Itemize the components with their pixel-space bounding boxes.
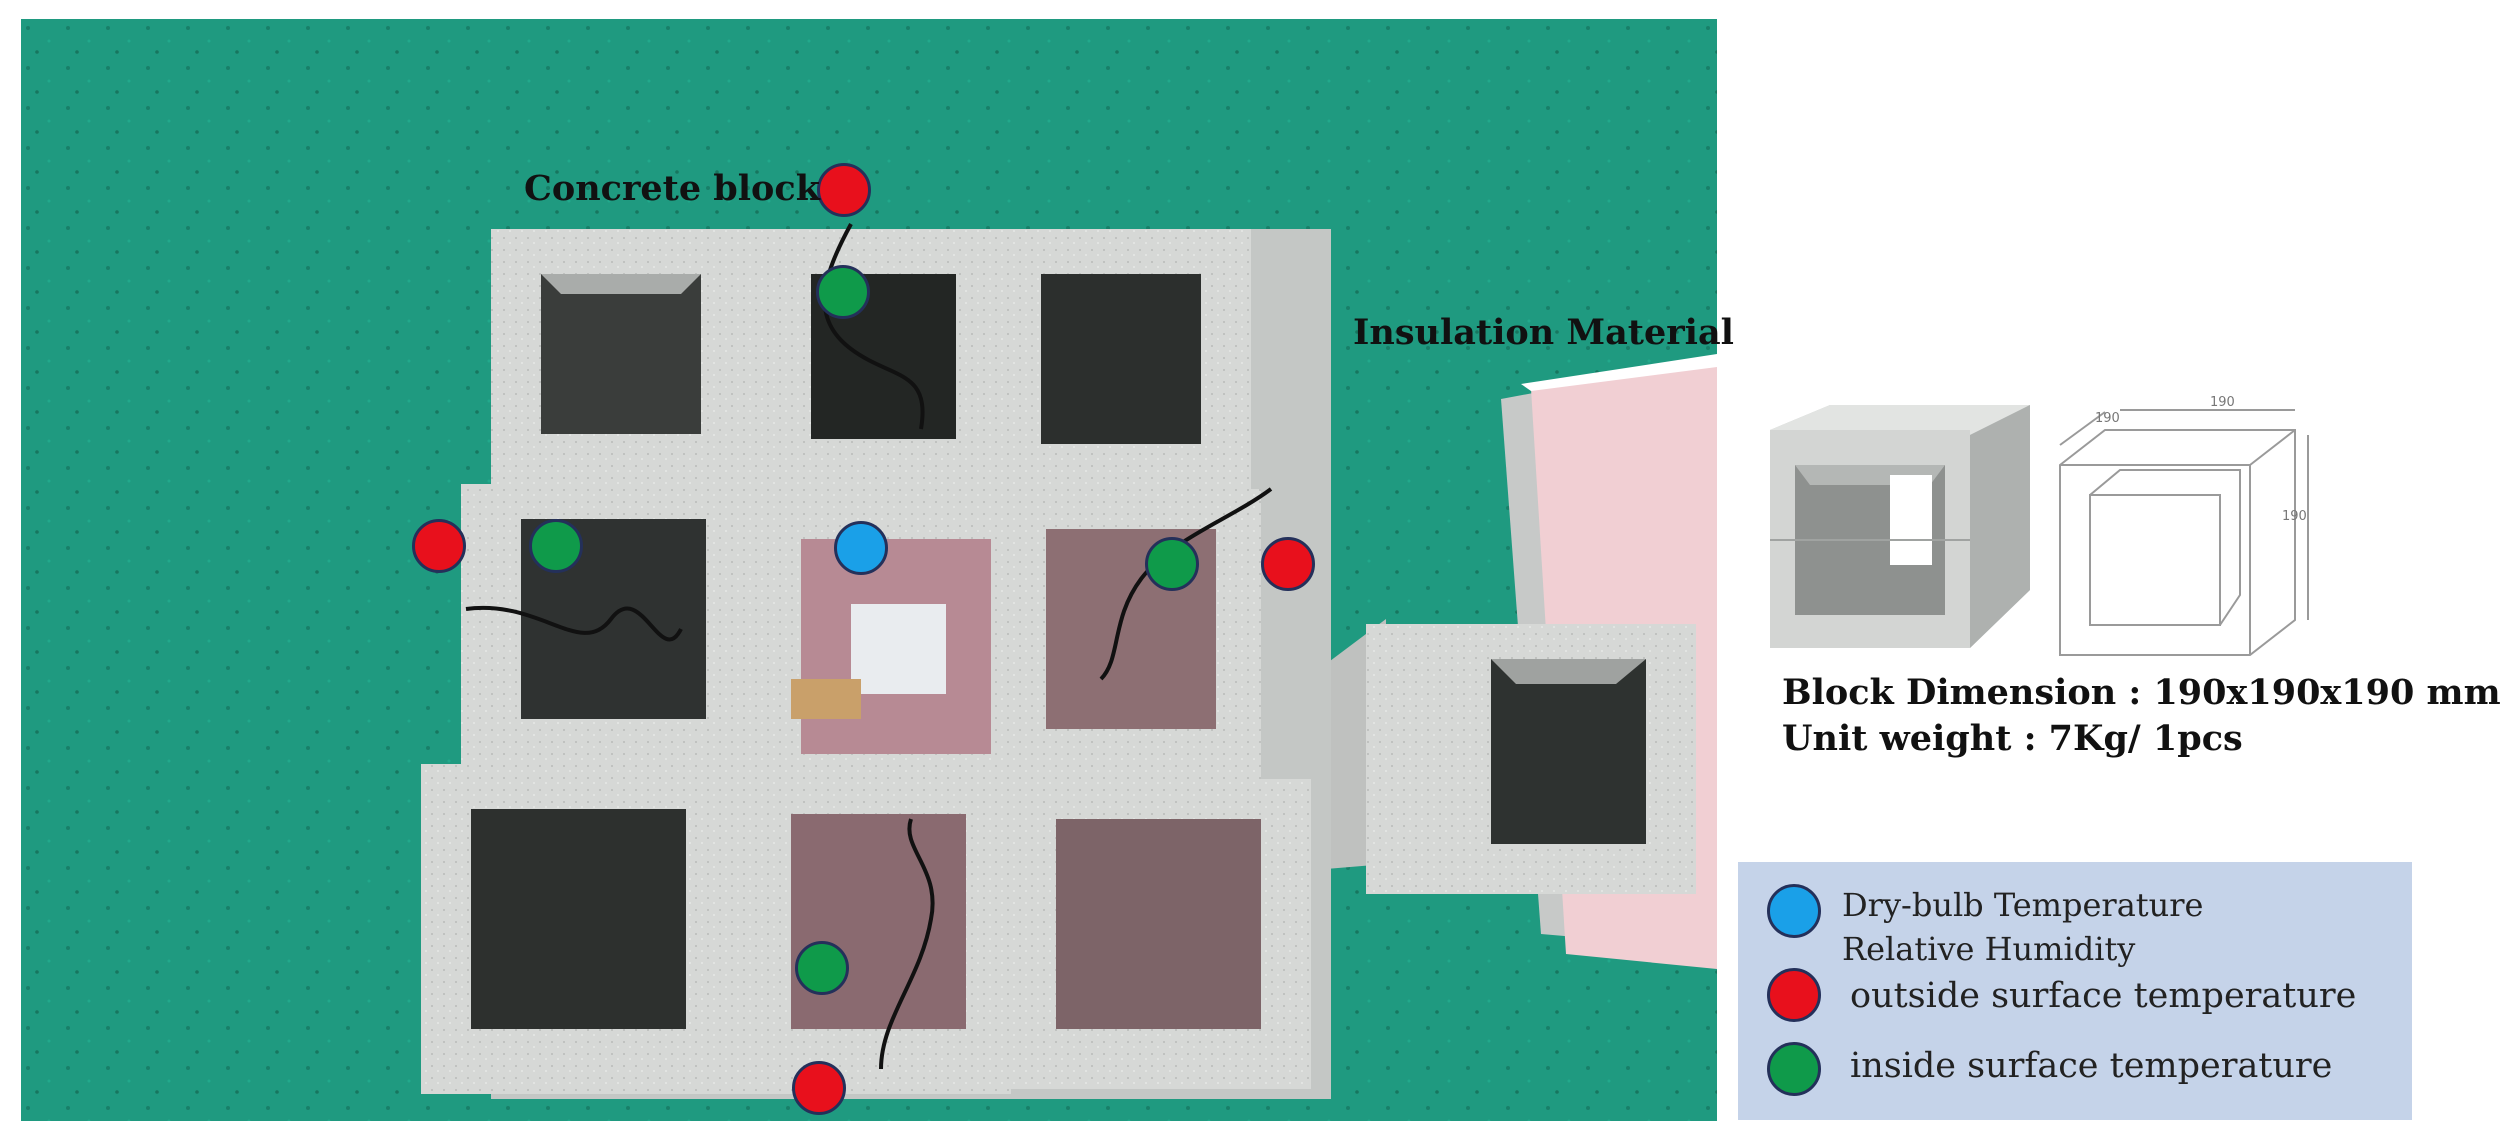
- legend-blue-dot: [1767, 884, 1821, 938]
- block-grid: [421, 229, 1331, 1099]
- concrete-block-label: Concrete block: [524, 168, 820, 209]
- sensor-green-right: [1145, 537, 1199, 591]
- dim-label-top-right: 190: [2210, 395, 2235, 410]
- legend-green-dot: [1767, 1042, 1821, 1096]
- sensor-green-bottom: [795, 941, 849, 995]
- dim-label-side: 190: [2282, 509, 2307, 524]
- legend-green-label: inside surface temperature: [1850, 1046, 2333, 1086]
- legend-red-dot: [1767, 968, 1821, 1022]
- unit-weight-text: Unit weight : 7Kg/ 1pcs: [1782, 718, 2243, 759]
- legend-box: Dry-bulb Temperature Relative Humidity o…: [1738, 862, 2412, 1120]
- legend-blue-label-2: Relative Humidity: [1842, 930, 2136, 968]
- sensor-green-left: [529, 519, 583, 573]
- dim-label-top-left: 190: [2095, 411, 2120, 426]
- sensor-blue-center: [834, 521, 888, 575]
- experiment-photo: [21, 19, 1717, 1121]
- legend-red-label: outside surface temperature: [1850, 976, 2357, 1016]
- block-photo-render: [1770, 405, 2030, 648]
- block-dimension-text: Block Dimension : 190x190x190 mm: [1782, 672, 2501, 713]
- sensor-green-top: [816, 265, 870, 319]
- insulation-material-label: Insulation Material: [1353, 312, 1734, 353]
- sensor-red-bottom: [792, 1061, 846, 1115]
- legend-blue-label-1: Dry-bulb Temperature: [1842, 886, 2204, 924]
- block-diagram: 190 190 190: [1770, 395, 2309, 656]
- sensor-red-top: [817, 163, 871, 217]
- sensor-cables: [465, 223, 1273, 1070]
- sensor-red-left: [412, 519, 466, 573]
- loose-concrete-block: [1326, 619, 1696, 894]
- sensor-red-right: [1261, 537, 1315, 591]
- block-line-drawing: [2059, 409, 2309, 656]
- photo-scene: [21, 19, 1717, 1121]
